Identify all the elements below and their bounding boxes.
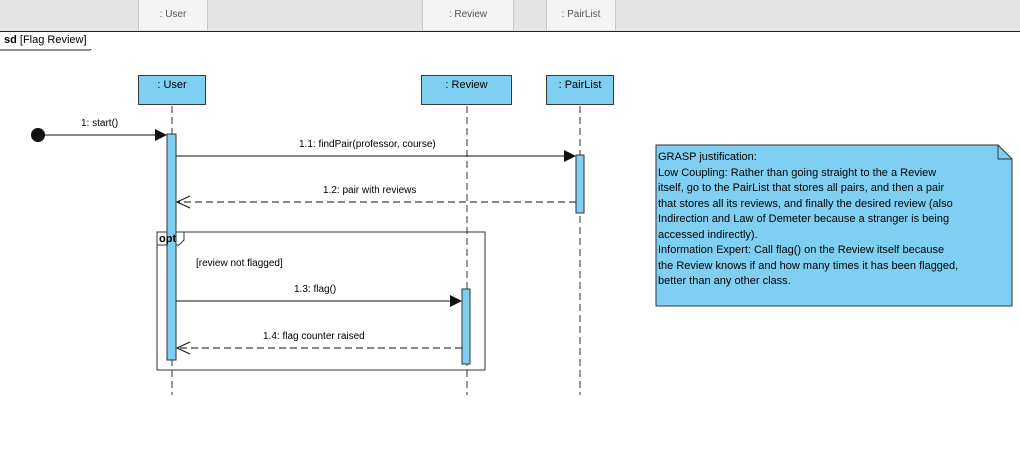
lifeline-head-review[interactable]: : Review (421, 75, 512, 105)
note-line: Information Expert: Call flag() on the R… (658, 244, 945, 256)
ghost-header-pairlist[interactable]: : PairList (546, 0, 616, 30)
message-1-4-label[interactable]: 1.4: flag counter raised (263, 331, 365, 342)
pairlist-activation-bar[interactable] (575, 154, 585, 214)
note-line: better than any other class. (658, 275, 791, 287)
lifeline-head-pairlist[interactable]: : PairList (546, 75, 614, 105)
opt-guard-condition: [review not flagged] (196, 258, 283, 269)
frame-name: [Flag Review] (19, 34, 87, 46)
ghost-header-user[interactable]: : User (138, 0, 208, 30)
message-1-2-arrowhead (175, 195, 191, 209)
message-1-4-arrowhead (175, 341, 191, 355)
lifeline-head-user[interactable]: : User (138, 75, 206, 105)
message-1-label[interactable]: 1: start() (81, 118, 119, 129)
note-line: the Review knows if and how many times i… (658, 259, 959, 272)
note-line: accessed indirectly). (658, 228, 758, 241)
frame-label[interactable]: sd [Flag Review] (0, 32, 103, 49)
frame-keyword: sd (4, 34, 17, 46)
user-activation-bar[interactable] (166, 133, 177, 361)
message-1-1-arrowhead (564, 150, 576, 162)
opt-operator-label: opt (159, 233, 177, 245)
message-1-2-label[interactable]: 1.2: pair with reviews (323, 185, 417, 196)
grasp-note-text: GRASP justification: Low Coupling: Rathe… (658, 150, 998, 290)
note-line: that stores all its reviews, and finally… (658, 197, 953, 210)
note-line: GRASP justification: (658, 151, 757, 163)
grasp-note-fold (997, 145, 1012, 160)
opt-fragment[interactable] (156, 231, 486, 371)
note-line: Low Coupling: Rather than going straight… (658, 166, 937, 179)
lifeline-header-bar: : User : Review : PairList (0, 0, 1020, 32)
review-activation-bar[interactable] (461, 288, 471, 365)
message-1-arrowhead (155, 129, 167, 141)
message-1-1-label[interactable]: 1.1: findPair(professor, course) (299, 139, 436, 150)
note-line: itself, go to the PairList that stores a… (658, 182, 945, 194)
grasp-note-box[interactable] (655, 144, 1013, 307)
message-1-3-arrowhead (450, 295, 462, 307)
message-1-3-label[interactable]: 1.3: flag() (294, 284, 337, 295)
note-line: Indirection and Law of Demeter because a… (658, 213, 950, 225)
ghost-header-review[interactable]: : Review (422, 0, 514, 30)
